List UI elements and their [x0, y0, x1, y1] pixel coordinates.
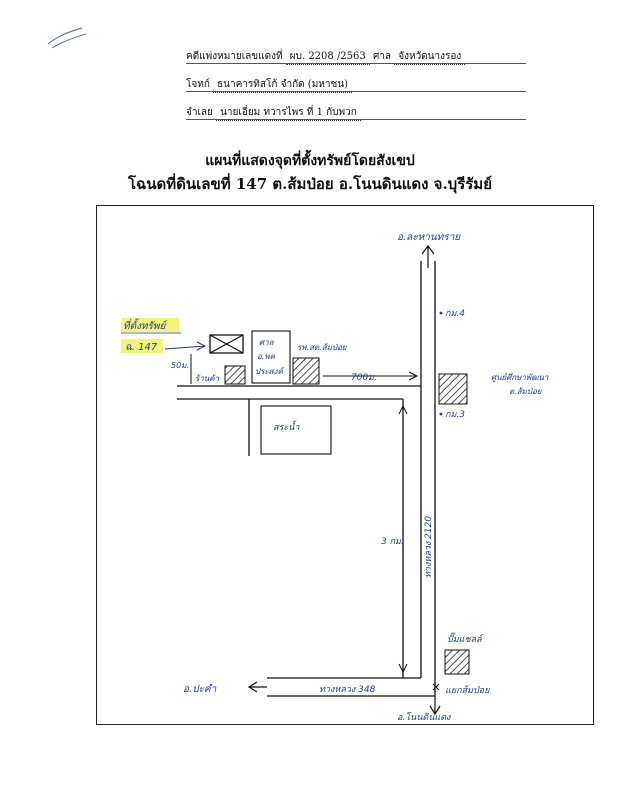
map-drawing: ที่ตั้งทรัพย์ ฉ. 147 50ม. ร้านค้า ศาล อ.…: [121, 232, 549, 723]
health-center-building: [292, 357, 320, 385]
gas-station-label: ปั๊มแชลล์: [447, 632, 484, 645]
pond-area: [260, 405, 332, 455]
case-number: ผบ. 2208 /2563: [285, 50, 370, 65]
plaintiff-line: โจทก์ ธนาคารทิสโก้ จำกัด (มหาชน): [186, 78, 526, 93]
map-title: แผนที่แสดงจุดที่ตั้งทรัพย์โดยสังเขป: [205, 153, 415, 169]
highway-348-road: [267, 677, 435, 697]
north-arrow-icon: [421, 245, 435, 268]
highlight-deed-label: [121, 339, 163, 353]
distance-700m-label: 700ม.: [351, 373, 377, 383]
defendant-name: นายเอี่ยม ทวารไพร ที่ 1 กับพวก: [216, 106, 361, 121]
scan-mark-icon: [47, 27, 87, 49]
north-destination-label: อ.ละหานทราย: [397, 232, 461, 243]
shop-building: [224, 365, 246, 385]
pond-label: สระน้ำ: [273, 420, 300, 433]
km3-label: กม.3: [445, 410, 465, 420]
deed-title: โฉนดที่ดินเลขที่ 147 ต.ส้มป่อย อ.โนนดินแ…: [128, 175, 492, 193]
court-name: จังหวัดนางรอง: [394, 50, 466, 65]
south-arrow-icon: [429, 696, 441, 716]
distance-3km-label: 3 กม.: [381, 537, 404, 547]
distance-3km-top-arrow-icon: [398, 404, 408, 415]
west-arrow-icon: [247, 681, 267, 693]
pointer-arrow-icon: [164, 341, 207, 351]
distance-50m-label: 50ม.: [171, 361, 189, 370]
distance-700m-arrow-icon: [408, 371, 419, 381]
case-number-line: คดีแพ่งหมายเลขแดงที่ ผบ. 2208 /2563 ศาล …: [186, 50, 526, 65]
highway-348-label: ทางหลวง 348: [319, 685, 376, 695]
map-frame: ที่ตั้งทรัพย์ ฉ. 147 50ม. ร้านค้า ศาล อ.…: [96, 205, 594, 725]
plaintiff-label: โจทก์: [186, 79, 210, 90]
gas-station-building: [444, 649, 470, 675]
property-marker: [209, 334, 244, 354]
house-label-1: ศาล: [259, 338, 275, 347]
house-outline: [251, 330, 291, 384]
case-label: คดีแพ่งหมายเลขแดงที่: [186, 51, 283, 62]
south-destination-label: อ.โนนดินแดง: [397, 711, 451, 723]
km4-label: กม.4: [445, 309, 465, 319]
learning-center-building: [438, 373, 468, 405]
defendant-label: จำเลย: [186, 107, 213, 118]
defendant-line: จำเลย นายเอี่ยม ทวารไพร ที่ 1 กับพวก: [186, 106, 526, 121]
learning-center-label-2: ต.ส้มป่อย: [509, 387, 543, 396]
health-center-label: รพ.สต.ส้มป่อย: [297, 343, 348, 352]
west-destination-label: อ.ปะคำ: [183, 683, 217, 695]
highlight-property-label: [121, 318, 179, 332]
highway-2120-road: [420, 261, 436, 696]
learning-center-label-1: ศูนย์ศึกษาพัฒนา: [491, 372, 549, 383]
deed-label: ฉ. 147: [125, 342, 158, 353]
court-label: ศาล: [372, 51, 392, 62]
shop-label: ร้านค้า: [195, 374, 220, 383]
plaintiff-name: ธนาคารทิสโก้ จำกัด (มหาชน): [213, 78, 353, 93]
house-label-3: ประสงค์: [255, 366, 285, 376]
property-label: ที่ตั้งทรัพย์: [123, 318, 167, 332]
house-label-2: อ.พค: [257, 352, 276, 361]
distance-3km-bottom-arrow-icon: [398, 663, 408, 674]
highway-2120-label: ทางหลวง 2120: [424, 516, 434, 578]
junction-mark-icon: [432, 683, 440, 691]
junction-label: แยกส้มป่อย: [445, 685, 490, 696]
